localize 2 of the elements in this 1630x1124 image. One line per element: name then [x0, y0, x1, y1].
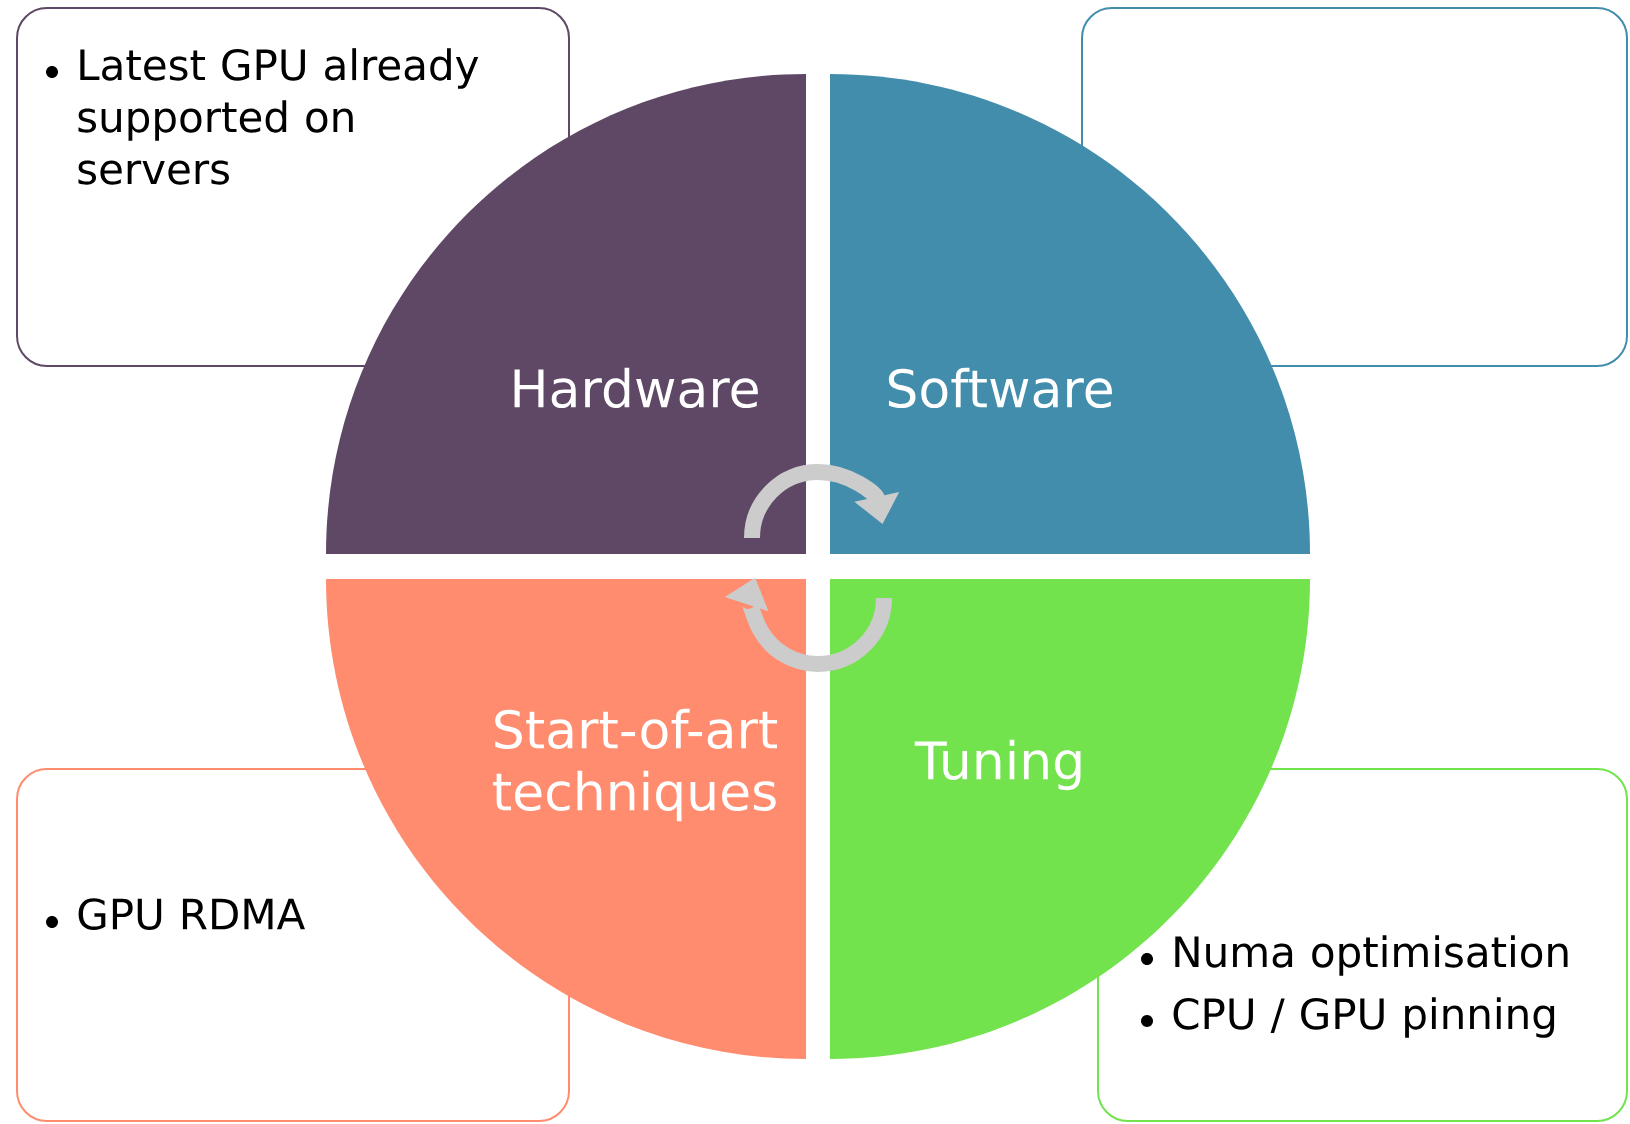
- quadrant-sector: Software: [830, 74, 1310, 554]
- quadrant-sector: Start-of-art techniques: [326, 579, 806, 1059]
